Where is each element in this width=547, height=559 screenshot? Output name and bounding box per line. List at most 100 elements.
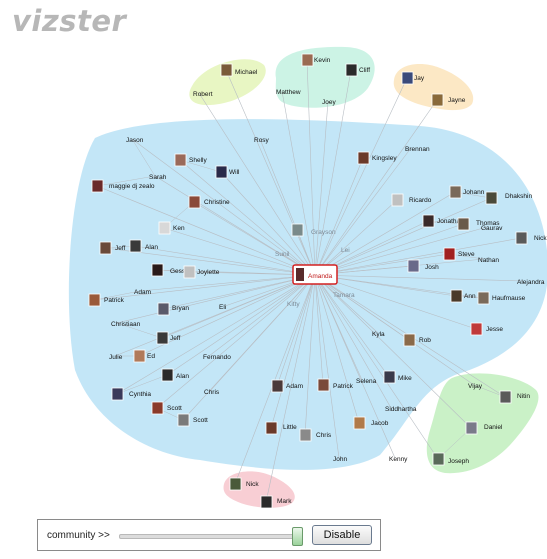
person-node[interactable]: Cliff <box>345 63 370 77</box>
person-node[interactable]: Nick <box>229 477 259 491</box>
person-name: Kitty <box>287 301 300 308</box>
profile-photo-icon <box>88 293 101 307</box>
person-node[interactable]: Jeff <box>99 241 126 255</box>
person-node[interactable]: Patrick <box>88 293 125 307</box>
person-node[interactable]: Bryan <box>157 302 189 316</box>
person-node[interactable]: Jeff <box>156 331 181 345</box>
person-node[interactable]: Kitty <box>287 301 300 308</box>
edge-line <box>93 274 316 301</box>
person-node[interactable]: Shelly <box>174 153 207 167</box>
person-node[interactable]: Haufmause <box>477 291 526 305</box>
person-node[interactable]: Siddhartha <box>385 406 417 413</box>
person-node[interactable]: Mike <box>383 370 412 384</box>
person-node[interactable]: Chris <box>299 428 332 442</box>
person-node[interactable]: Jesse <box>470 322 503 336</box>
person-name: Ann <box>464 293 476 300</box>
person-node[interactable]: Cynthia <box>111 387 151 401</box>
person-node[interactable]: Will <box>215 165 240 179</box>
person-node[interactable]: Nick <box>515 231 547 245</box>
person-node[interactable]: Joseph <box>432 452 469 466</box>
edge-line <box>270 274 316 429</box>
community-slider[interactable] <box>119 534 302 539</box>
person-node[interactable]: Johann <box>449 185 485 199</box>
edge-line <box>314 274 392 409</box>
person-node[interactable]: Vijay <box>468 383 483 390</box>
person-name: Thomas <box>476 220 500 227</box>
person-node[interactable]: Alan <box>129 239 158 253</box>
person-node[interactable]: Gaurav <box>481 225 503 232</box>
person-node[interactable]: Kingsley <box>357 151 397 165</box>
profile-photo-icon <box>161 368 174 382</box>
person-node[interactable]: Jayne <box>431 93 466 107</box>
person-node[interactable]: Little <box>265 421 297 435</box>
person-node[interactable]: Chris <box>204 389 220 396</box>
person-node[interactable]: Josh <box>407 259 439 273</box>
person-node[interactable]: Nathan <box>478 257 499 264</box>
person-node[interactable]: Jay <box>401 71 425 85</box>
person-node[interactable]: Thomas <box>457 217 500 231</box>
profile-photo-icon <box>450 289 463 303</box>
person-node[interactable]: Sunil <box>275 251 290 258</box>
person-node[interactable]: Grayson <box>291 223 336 237</box>
person-node[interactable]: Scott <box>151 401 182 415</box>
person-name: Dhakshin <box>505 193 532 200</box>
person-node[interactable]: Kenny <box>389 456 408 463</box>
profile-photo-icon <box>133 349 146 363</box>
person-node[interactable]: Christiaan <box>111 321 141 328</box>
person-node[interactable]: Jacob <box>353 416 389 430</box>
edge-line <box>116 274 316 324</box>
person-node[interactable]: Michael <box>220 63 258 77</box>
person-node[interactable]: maggie dj zealo <box>91 179 155 193</box>
person-node[interactable]: Jason <box>126 137 144 144</box>
profile-photo-icon <box>499 390 512 404</box>
person-node[interactable]: Brennan <box>405 146 430 153</box>
person-node[interactable]: Daniel <box>465 421 503 435</box>
person-node[interactable]: Kevin <box>301 53 331 67</box>
person-node[interactable]: Rob <box>403 333 431 347</box>
person-node[interactable]: Rosy <box>254 137 270 144</box>
person-node[interactable]: John <box>333 456 347 463</box>
person-node[interactable]: Joey <box>322 99 336 106</box>
person-node[interactable]: Adam <box>271 379 303 393</box>
person-node[interactable]: Sarah <box>149 174 167 181</box>
person-node[interactable]: Joylette <box>183 265 220 279</box>
person-node[interactable]: Julie <box>109 354 123 361</box>
person-node[interactable]: Lei <box>341 247 350 254</box>
person-node[interactable]: Ed <box>133 349 155 363</box>
person-node[interactable]: Selena <box>356 378 377 385</box>
person-node[interactable]: Ken <box>158 221 185 235</box>
person-node[interactable]: Scott <box>177 413 208 427</box>
disable-button[interactable]: Disable <box>312 525 372 545</box>
person-node[interactable]: Nitin <box>499 390 530 404</box>
person-node[interactable]: Tamara <box>333 292 355 299</box>
person-name: Sarah <box>149 174 167 181</box>
person-node[interactable]: Patrick <box>317 378 354 392</box>
person-node[interactable]: Alan <box>161 368 189 382</box>
profile-photo-icon <box>296 268 304 281</box>
person-node[interactable]: Robert <box>193 91 213 98</box>
edge-line <box>96 185 316 276</box>
profile-photo-icon <box>432 452 445 466</box>
person-name: Kevin <box>314 57 331 64</box>
focus-node[interactable]: Amanda <box>292 264 338 285</box>
person-node[interactable]: Jonathan <box>422 214 464 228</box>
person-node[interactable]: Kyla <box>372 331 385 338</box>
person-node[interactable]: Gess <box>151 263 186 277</box>
edge-line <box>208 274 316 357</box>
person-node[interactable]: Matthew <box>276 89 301 96</box>
person-node[interactable]: Dhakshin <box>485 191 532 205</box>
person-node[interactable]: Christine <box>188 195 230 209</box>
edge-line <box>166 274 316 376</box>
person-node[interactable]: Eli <box>219 304 226 311</box>
person-node[interactable]: Alejandra <box>517 279 545 286</box>
person-node[interactable]: Ann <box>450 289 476 303</box>
person-node[interactable]: Adam <box>134 289 151 296</box>
person-node[interactable]: Steve <box>443 247 475 261</box>
person-node[interactable]: Fernando <box>203 354 231 361</box>
profile-photo-icon <box>111 387 124 401</box>
person-node[interactable]: Mark <box>260 495 292 509</box>
community-slider-thumb[interactable] <box>292 527 304 546</box>
person-node[interactable]: Ricardo <box>391 193 432 207</box>
